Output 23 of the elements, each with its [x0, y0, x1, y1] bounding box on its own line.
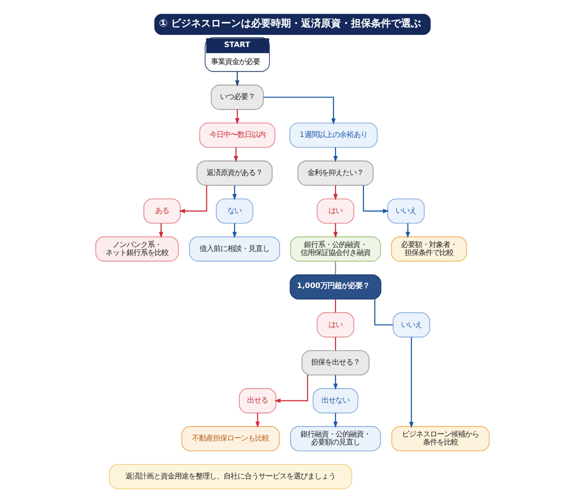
arrow: [235, 109, 240, 124]
arrow: [333, 412, 338, 428]
arrow: [264, 96, 336, 125]
arrow: [232, 223, 237, 238]
diagram-title: ① ビジネスローンは必要時期・返済原資・担保条件で選ぶ: [159, 18, 422, 30]
arrow: [235, 72, 240, 87]
arrow: [362, 185, 390, 214]
arrow: [406, 223, 410, 238]
arrow: [333, 147, 338, 162]
arrow: [255, 412, 260, 428]
arrow: [409, 337, 414, 428]
arrow: [178, 185, 208, 214]
arrow: [333, 185, 338, 200]
arrow: [158, 223, 164, 238]
arrow: [333, 223, 338, 238]
connector: [334, 337, 336, 350]
connector: [374, 299, 393, 326]
connector: [334, 299, 336, 312]
arrow: [232, 185, 237, 200]
arrow: [333, 375, 338, 390]
arrow: [274, 375, 308, 403]
connector: [334, 261, 336, 274]
arrow: [234, 147, 238, 162]
